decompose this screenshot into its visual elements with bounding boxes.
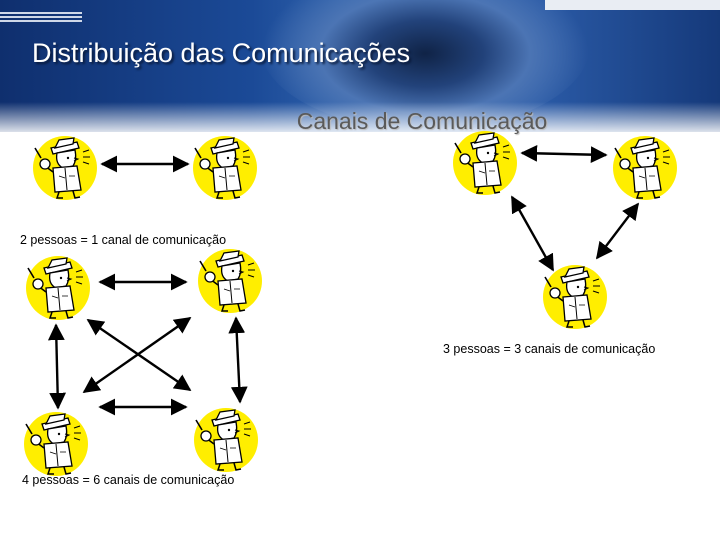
detective-person-icon (32, 135, 98, 201)
header-stripe (0, 12, 82, 14)
slide-subtitle: Canais de Comunicação (296, 108, 548, 134)
header-fade (0, 102, 720, 132)
detective-person-icon (542, 264, 608, 330)
detective-person-icon (612, 135, 678, 201)
detective-person-icon (23, 411, 89, 477)
channel-arrow (228, 316, 248, 404)
header-stripe (0, 20, 82, 22)
detective-person-icon (452, 130, 518, 196)
channel-arrow (595, 202, 640, 260)
channel-arrow (520, 144, 608, 164)
header-stripe (0, 16, 82, 18)
caption-three-people: 3 pessoas = 3 canais de comunicação (443, 342, 656, 356)
caption-two-people: 2 pessoas = 1 canal de comunicação (20, 233, 227, 247)
page-title: Distribuição das Comunicações (32, 38, 411, 68)
channel-arrow (510, 195, 555, 272)
detective-person-icon (197, 248, 263, 314)
header-banner (0, 0, 720, 132)
caption-four-people: 4 pessoas = 6 canais de comunicação (22, 473, 235, 487)
detective-person-icon (25, 255, 91, 321)
detective-person-icon (192, 135, 258, 201)
detective-person-icon (193, 407, 259, 473)
channel-arrow (82, 317, 192, 393)
header-band (545, 0, 720, 10)
channel-arrow (47, 323, 67, 410)
